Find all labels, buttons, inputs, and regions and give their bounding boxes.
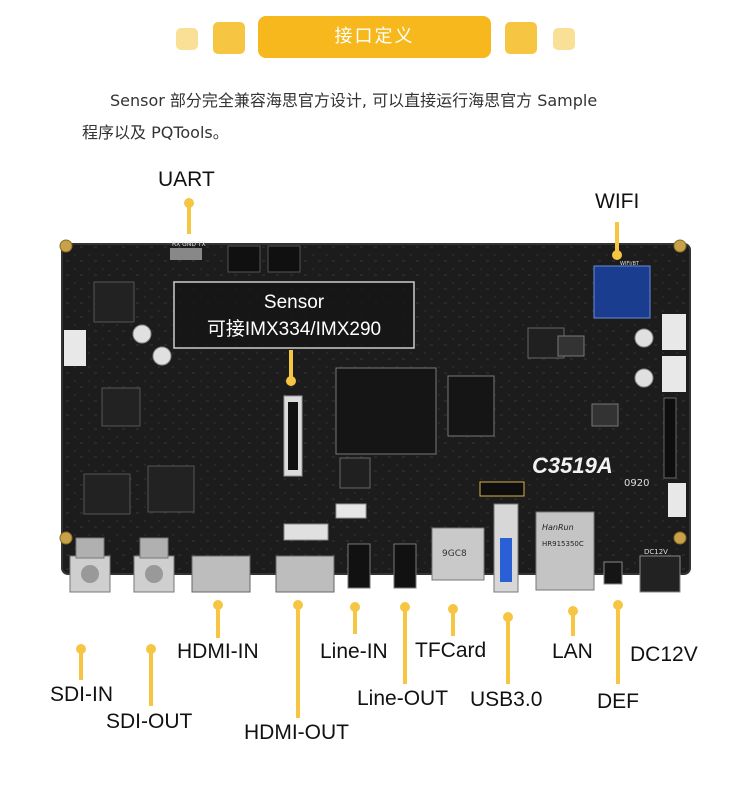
- callout-dot-line-out: [400, 602, 410, 612]
- sdi-in-connector: [69, 537, 111, 593]
- callout-line-lan: [571, 612, 575, 636]
- intro-line-1: Sensor 部分完全兼容海思官方设计, 可以直接运行海思官方 Sample: [110, 91, 598, 110]
- callout-dot-hdmi-out: [293, 600, 303, 610]
- section-title: 接口定义: [258, 16, 491, 58]
- wifi-silk: WIFI/BT: [620, 261, 640, 267]
- callout-line-line-in: [353, 608, 357, 634]
- mounting-holes: [59, 239, 687, 545]
- label-sdi-out: SDI-OUT: [106, 710, 193, 733]
- sdi-out-connector: [133, 537, 175, 593]
- header-connector: [267, 245, 301, 273]
- memory-chip: [447, 375, 495, 437]
- hdmi-fpc: [283, 523, 329, 541]
- label-line-in: Line-IN: [320, 640, 388, 663]
- ic-chip: [93, 281, 135, 323]
- callout-dot-line-in: [350, 602, 360, 612]
- section-header: 接口定义: [0, 16, 750, 58]
- board-silk-code: 0920: [624, 478, 649, 489]
- inductor: [557, 335, 585, 357]
- uart-silk: RX GND TX: [172, 241, 206, 248]
- intro-paragraph: Sensor 部分完全兼容海思官方设计, 可以直接运行海思官方 Sample 程…: [82, 85, 682, 149]
- callout-line-hdmi-in: [216, 606, 220, 638]
- callout-line-usb3: [506, 618, 510, 684]
- line-out-jack: [393, 543, 417, 589]
- label-def: DEF: [597, 690, 639, 713]
- label-usb3: USB3.0: [470, 688, 543, 711]
- callout-line-sensor: [289, 350, 293, 380]
- sensor-callout-line2: 可接IMX334/IMX290: [207, 318, 381, 340]
- callout-line-sdi-out: [149, 650, 153, 706]
- callout-dot-hdmi-in: [213, 600, 223, 610]
- sensor-callout-box: [173, 281, 415, 349]
- label-tfcard: TFCard: [415, 639, 487, 662]
- callout-dot-wifi: [612, 250, 622, 260]
- label-hdmi-out: HDMI-OUT: [244, 721, 349, 744]
- callout-dot-tfcard: [448, 604, 458, 614]
- lan-brand: HanRun: [542, 523, 574, 532]
- dc-jack: [639, 555, 681, 593]
- callout-dot-usb3: [503, 612, 513, 622]
- callout-dot-def: [613, 600, 623, 610]
- callout-line-tfcard: [451, 610, 455, 636]
- wifi-module: [593, 265, 651, 319]
- soc-chip: [335, 367, 437, 455]
- header-connector: [227, 245, 261, 273]
- lan-connector: [535, 511, 595, 591]
- callout-dot-sdi-out: [146, 644, 156, 654]
- board-photo: RX GND TX Sensor 可接IMX334/IMX290 WIFI/BT…: [59, 239, 691, 593]
- small-connector: [335, 503, 367, 519]
- def-button: [603, 561, 623, 585]
- callout-dot-sdi-in: [76, 644, 86, 654]
- label-wifi: WIFI: [595, 190, 640, 213]
- hdmi-in-connector: [191, 555, 251, 593]
- label-hdmi-in: HDMI-IN: [177, 640, 259, 663]
- usb3-tongue: [500, 538, 512, 582]
- callout-line-sdi-in: [79, 650, 83, 680]
- dc-silk: DC12V: [644, 548, 668, 556]
- callout-dot-sensor: [286, 376, 296, 386]
- side-connector: [662, 356, 686, 392]
- uart-connector: RX GND TX: [170, 241, 206, 260]
- hdmi-out-connector: [275, 555, 335, 593]
- jumper-block: [479, 481, 525, 497]
- callout-line-hdmi-out: [296, 606, 300, 718]
- side-connector: [662, 314, 686, 350]
- callout-line-wifi: [615, 222, 619, 254]
- decor-square: [176, 28, 198, 50]
- decor-square: [553, 28, 575, 50]
- label-sdi-in: SDI-IN: [50, 683, 113, 706]
- ic-chip: [339, 457, 371, 489]
- ic-chip: [83, 473, 131, 515]
- capacitors: [132, 324, 654, 388]
- side-connector: [64, 330, 86, 366]
- callout-line-uart: [187, 204, 191, 234]
- label-dc12v: DC12V: [630, 643, 698, 666]
- ic-chip: [101, 387, 141, 427]
- inductor: [591, 403, 619, 427]
- sensor-callout-line1: Sensor: [264, 292, 325, 313]
- tfcard-slot: [431, 527, 485, 581]
- board-model: C3519A: [532, 453, 613, 478]
- label-lan: LAN: [552, 640, 593, 663]
- ic-chip: [147, 465, 195, 513]
- callout-dot-lan: [568, 606, 578, 616]
- intro-line-2: 程序以及 PQTools。: [82, 123, 229, 142]
- decor-square: [505, 22, 537, 54]
- decor-square: [213, 22, 245, 54]
- side-connector: [668, 483, 686, 517]
- callout-line-def: [616, 606, 620, 684]
- sensor-fpc-slot: [288, 402, 298, 470]
- label-uart: UART: [158, 168, 215, 191]
- callout-line-line-out: [403, 608, 407, 684]
- pin-header: [663, 397, 677, 479]
- callout-dot-uart: [184, 198, 194, 208]
- lan-model: HR915350C: [542, 540, 584, 548]
- label-line-out: Line-OUT: [357, 687, 449, 710]
- line-in-jack: [347, 543, 371, 589]
- tfcard-mark: 9GC8: [442, 549, 467, 559]
